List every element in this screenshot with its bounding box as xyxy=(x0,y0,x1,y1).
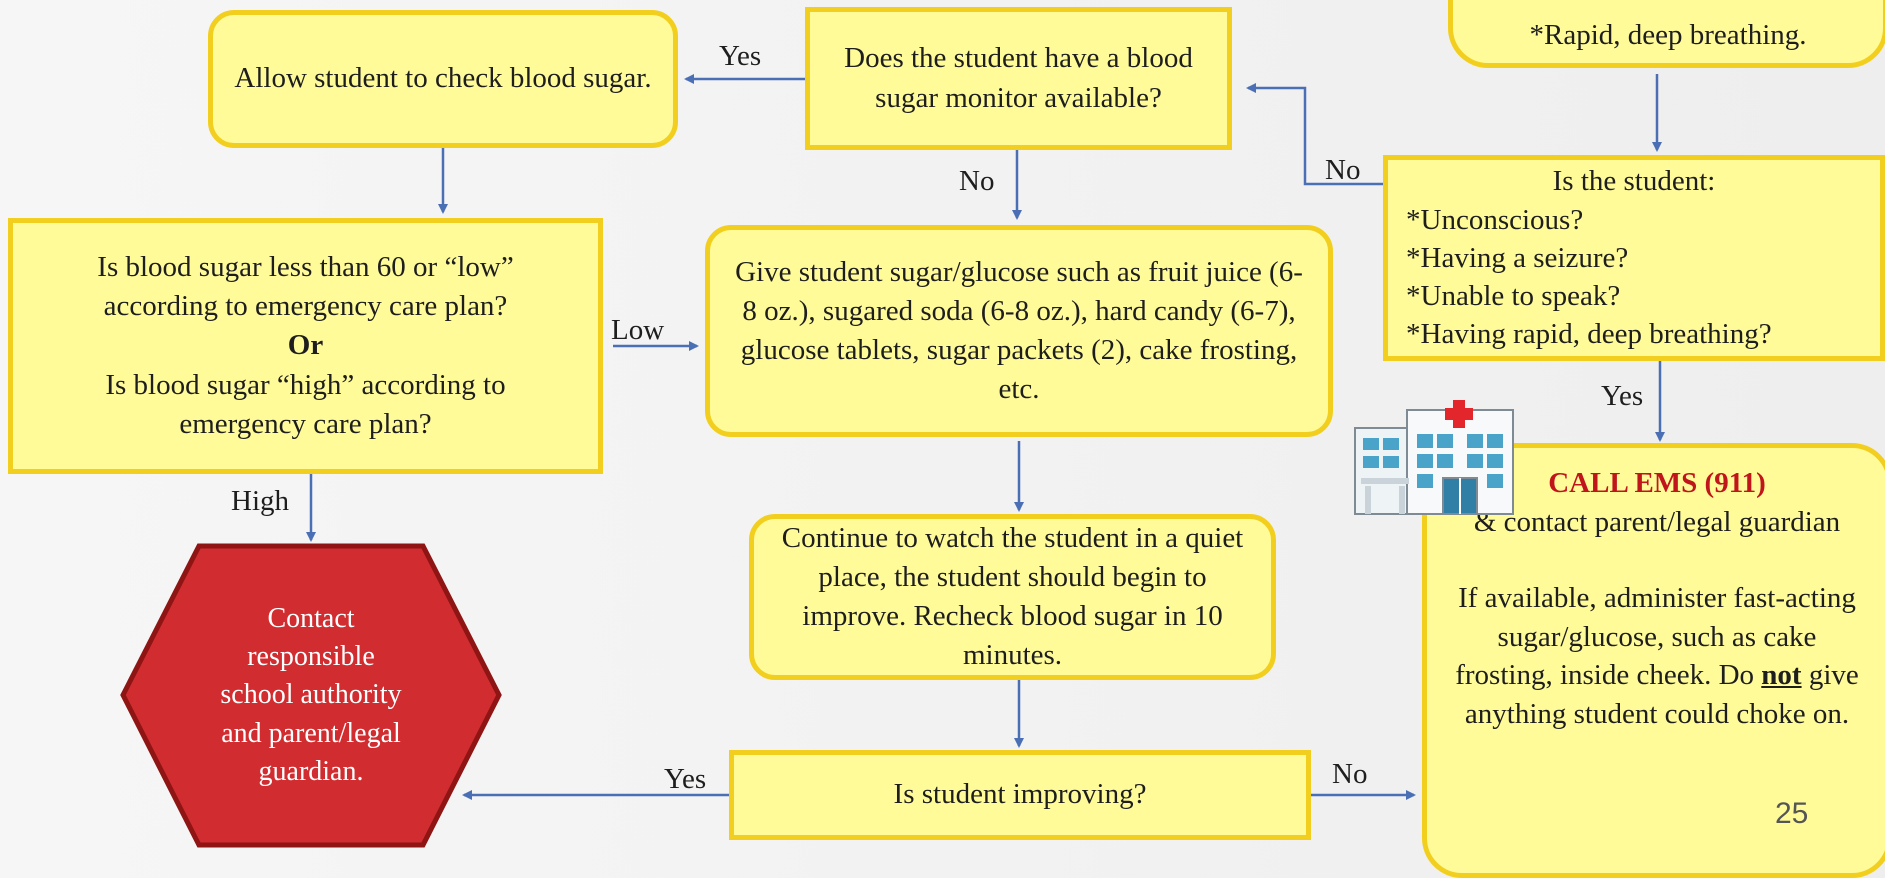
top-right-partial-box: *Rapid, deep breathing. xyxy=(1448,0,1885,68)
bs-high-question: Is blood sugar “high” according to emerg… xyxy=(105,368,506,440)
is-student-breathing: *Having rapid, deep breathing? xyxy=(1406,318,1772,351)
label-no-isstudent: No xyxy=(1325,154,1361,186)
give-sugar-text: Give student sugar/glucose such as fruit… xyxy=(735,255,1303,406)
label-yes-isstudent: Yes xyxy=(1601,380,1644,412)
ems-box: CALL EMS (911) & contact parent/legal gu… xyxy=(1422,443,1885,878)
hexagon-shape xyxy=(120,543,502,848)
is-student-box: Is the student: *Unconscious? *Having a … xyxy=(1383,155,1885,361)
is-student-speak: *Unable to speak? xyxy=(1406,280,1621,313)
not-emphasis: not xyxy=(1761,659,1802,692)
is-student-unconscious: *Unconscious? xyxy=(1406,203,1584,236)
label-low: Low xyxy=(611,314,665,346)
contact-authority-text: Contact responsible school authority and… xyxy=(220,603,402,787)
monitor-question-box: Does the student have a blood sugar moni… xyxy=(805,7,1232,150)
contact-authority-hexagon: Contact responsible school authority and… xyxy=(120,543,502,848)
administer-sugar-text: If available, administer fast-acting sug… xyxy=(1453,579,1861,733)
label-no-improving: No xyxy=(1332,758,1368,790)
label-high: High xyxy=(231,485,289,517)
is-student-seizure: *Having a seizure? xyxy=(1406,241,1629,274)
bs-or: Or xyxy=(287,329,324,362)
administer-part1: If available, administer fast-acting sug… xyxy=(1455,582,1856,692)
give-sugar-box: Give student sugar/glucose such as fruit… xyxy=(705,225,1333,437)
monitor-question-text: Does the student have a blood sugar moni… xyxy=(844,42,1193,114)
bs-low-question: Is blood sugar less than 60 or “low” acc… xyxy=(97,251,514,323)
arrow-isstudent-no xyxy=(1246,83,1383,186)
label-yes-improving: Yes xyxy=(664,763,707,795)
improving-question-box: Is student improving? xyxy=(729,750,1311,840)
improving-question-text: Is student improving? xyxy=(893,778,1147,811)
rapid-breathing-text: *Rapid, deep breathing. xyxy=(1529,18,1807,51)
hospital-icon xyxy=(1354,400,1514,515)
administer-part2: give anything student could choke on. xyxy=(1464,659,1859,730)
blood-sugar-question-box: Is blood sugar less than 60 or “low” acc… xyxy=(8,218,603,474)
contact-parent-text: & contact parent/legal guardian xyxy=(1473,505,1841,538)
allow-check-text: Allow student to check blood sugar. xyxy=(234,62,652,95)
label-no-monitor: No xyxy=(959,165,995,197)
page-number: 25 xyxy=(1775,797,1809,830)
allow-check-box: Allow student to check blood sugar. xyxy=(208,10,678,148)
is-student-title: Is the student: xyxy=(1552,165,1716,198)
call-ems-title: CALL EMS (911) xyxy=(1548,467,1766,499)
label-yes-monitor: Yes xyxy=(719,40,762,72)
continue-watch-box: Continue to watch the student in a quiet… xyxy=(749,514,1276,680)
continue-watch-text: Continue to watch the student in a quiet… xyxy=(781,521,1244,672)
